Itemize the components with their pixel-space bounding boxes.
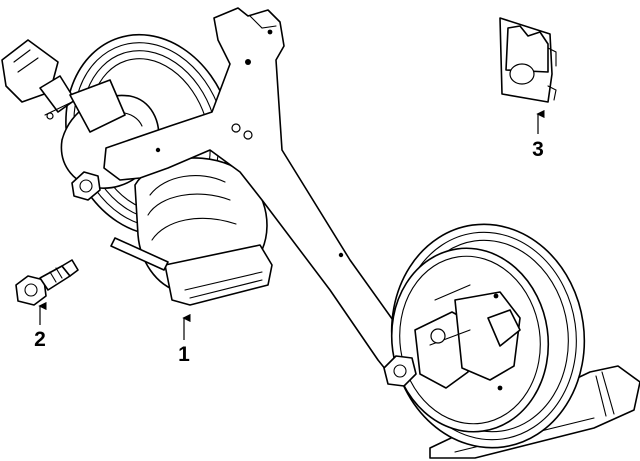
clip: [499, 17, 557, 103]
callout-3-label: 3: [532, 138, 544, 161]
callout-2-label: 2: [34, 328, 46, 351]
lower-horn: [383, 223, 640, 459]
callout-1-label: 1: [178, 343, 190, 366]
upper-horn: [1, 33, 273, 306]
bracket: [103, 7, 419, 381]
bolt: [15, 259, 79, 306]
